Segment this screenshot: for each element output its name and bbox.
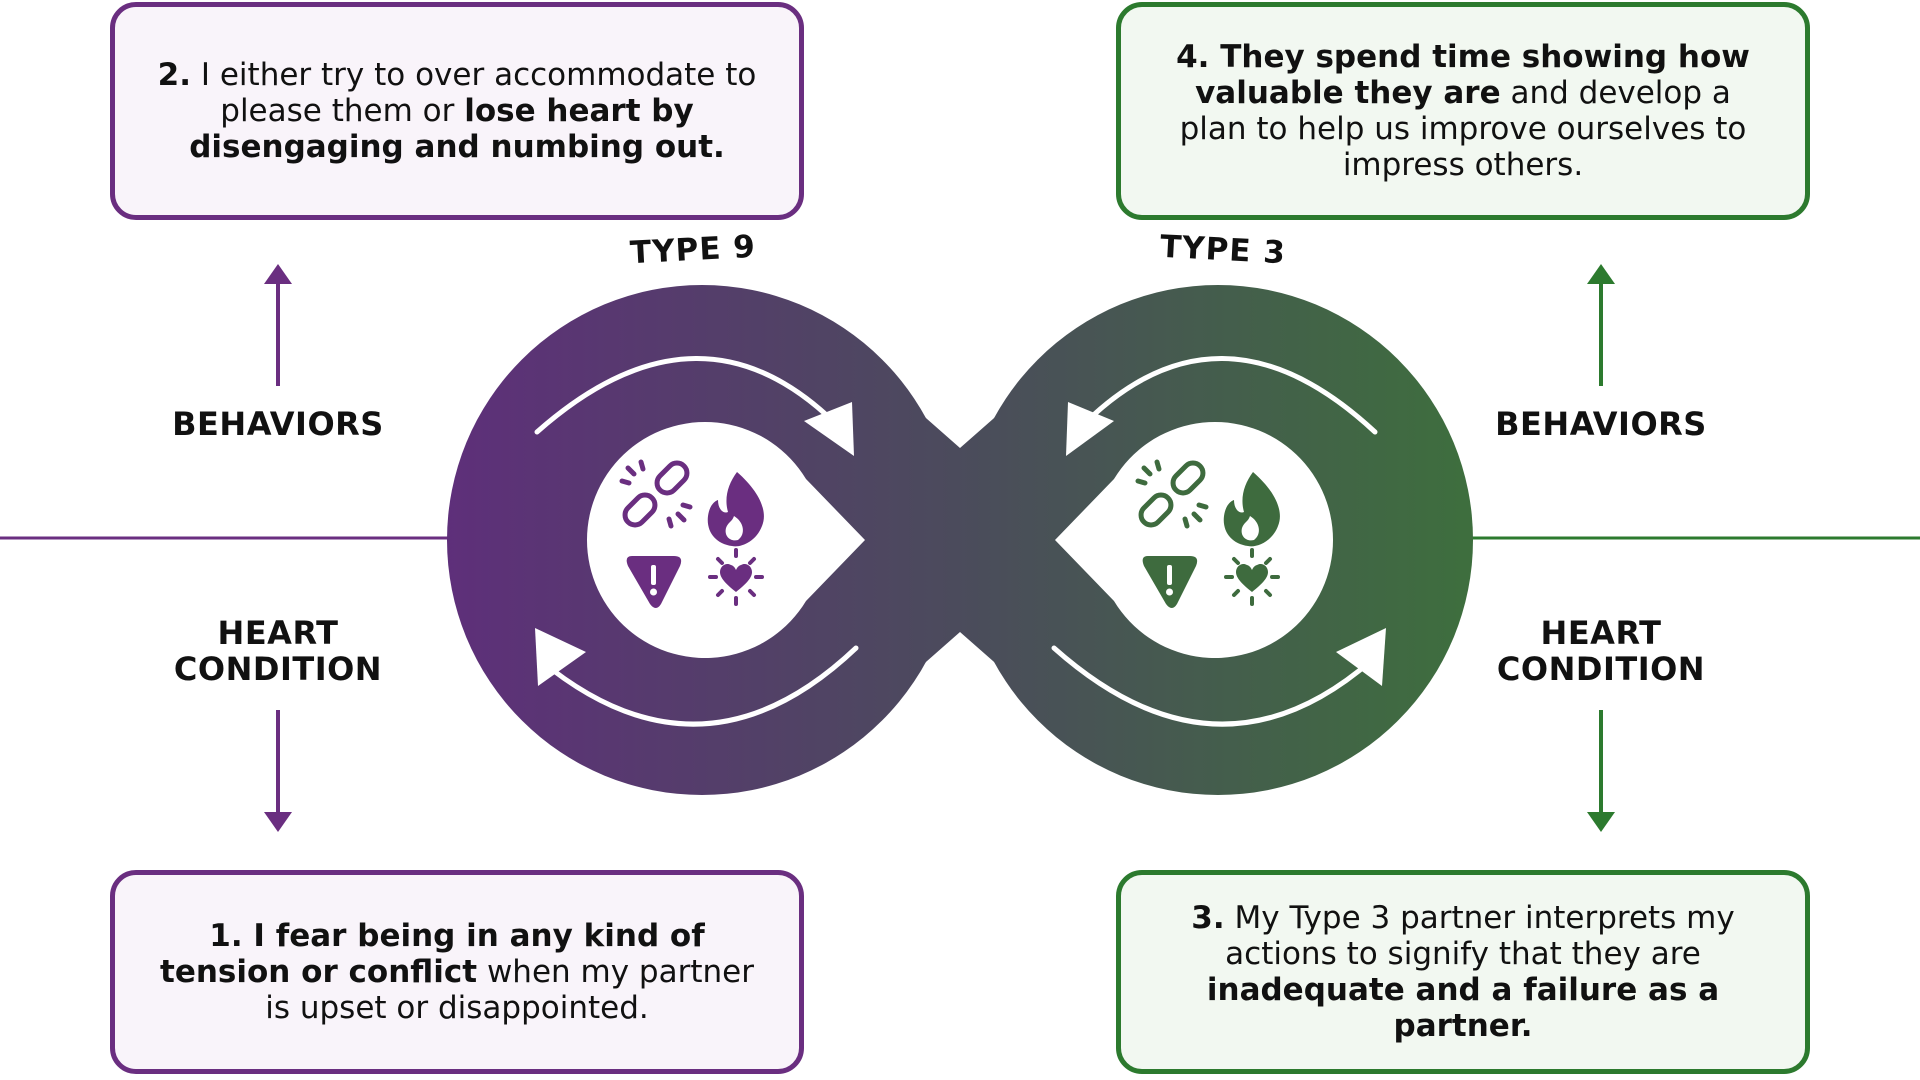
cycle-arrows xyxy=(534,356,1378,727)
heart-condition-label-left: HEART CONDITION xyxy=(128,615,428,687)
flame-icon xyxy=(1223,472,1280,547)
left-heart-arrow xyxy=(264,710,292,832)
box-4-behaviors-type3: 4. They spend time showing how valuable … xyxy=(1116,2,1810,220)
behaviors-label-left: BEHAVIORS xyxy=(172,405,384,443)
sparkling-heart-icon xyxy=(708,548,764,606)
arrowhead-bottom-right xyxy=(1336,628,1386,686)
cycle-arrowheads xyxy=(535,402,1386,686)
box-1-heart-type9: 1. I fear being in any kind of tension o… xyxy=(110,870,804,1074)
heart-right-line2: CONDITION xyxy=(1496,650,1706,688)
broken-link-icon xyxy=(1135,459,1209,529)
flame-icon xyxy=(707,472,764,547)
right-behaviors-arrow xyxy=(1587,264,1615,386)
arrowhead-top-left xyxy=(804,402,854,456)
box-3-text: 3. My Type 3 partner interprets my actio… xyxy=(1191,900,1735,1044)
box-2-behaviors-type9: 2. I either try to over accommodate to p… xyxy=(110,2,804,220)
left-icon-group xyxy=(619,459,693,529)
right-inner-hole xyxy=(1055,422,1334,658)
arrow-bottom-left xyxy=(537,645,859,727)
box-3-heart-type3: 3. My Type 3 partner interprets my actio… xyxy=(1116,870,1810,1074)
left-behaviors-arrow xyxy=(264,264,292,386)
warning-shield-icon xyxy=(1142,556,1198,608)
heart-right-line1: HEART xyxy=(1540,614,1662,652)
right-icon-group xyxy=(1135,459,1209,529)
box-2-text: 2. I either try to over accommodate to p… xyxy=(157,57,757,165)
infinity-loop xyxy=(447,285,1473,795)
arrow-bottom-right xyxy=(1051,645,1375,727)
type-9-label: TYPE 9 xyxy=(629,228,757,272)
warning-shield-icon xyxy=(626,556,682,608)
sparkling-heart-icon xyxy=(1224,548,1280,606)
box-1-text: 1. I fear being in any kind of tension o… xyxy=(160,918,754,1026)
box-4-text: 4. They spend time showing how valuable … xyxy=(1176,39,1750,183)
arrow-top-right xyxy=(1075,356,1378,435)
heart-condition-label-right: HEART CONDITION xyxy=(1451,615,1751,687)
behaviors-label-right: BEHAVIORS xyxy=(1495,405,1707,443)
arrowhead-top-right xyxy=(1066,402,1114,456)
broken-link-icon xyxy=(619,459,693,529)
right-heart-arrow xyxy=(1587,710,1615,832)
heart-left-line2: CONDITION xyxy=(173,650,383,688)
type-3-label: TYPE 3 xyxy=(1159,228,1287,272)
arrowhead-bottom-left xyxy=(535,628,586,686)
arrow-top-left xyxy=(534,356,845,435)
heart-left-line1: HEART xyxy=(217,614,339,652)
